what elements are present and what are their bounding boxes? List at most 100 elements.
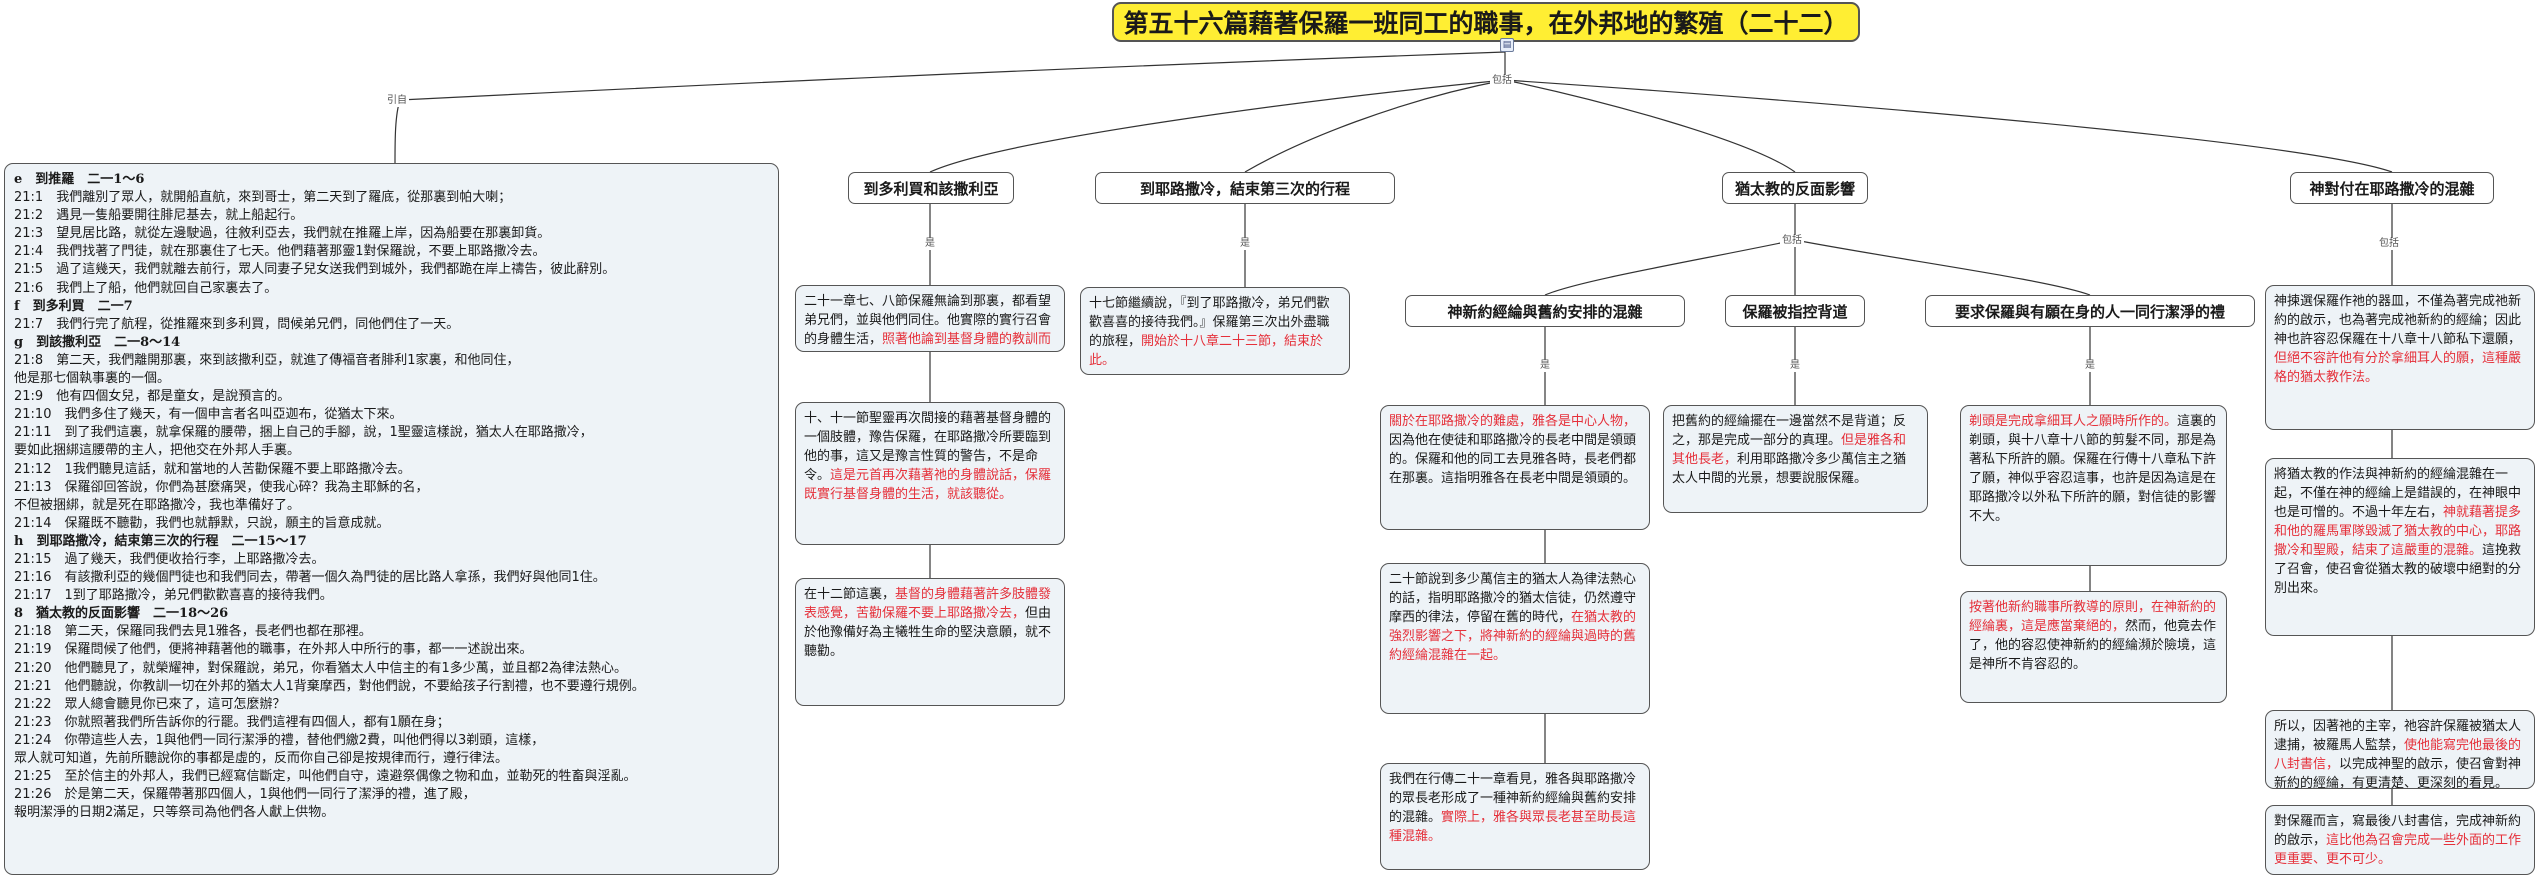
verse-line: 21:5 過了這幾天，我們就離去前行，眾人同妻子兒女送我們到城外，我們都跪在岸上… [14,262,616,278]
note-text: 因為他在使徒和耶路撒冷的長老中間是領頭的。保羅和他的同工去見雅各時，長老們都在那… [1389,433,1637,486]
verse-line: 21:11 到了我們這裏，就拿保羅的腰帶，捆上自己的手腳，說，1聖靈這樣說，猶太… [14,425,593,441]
verse-line: 21:13 保羅卻回答說，你們為甚麼痛哭，使我心碎？我為主耶穌的名， [14,479,429,495]
verse-line: 21:9 他有四個女兒，都是童女，是說預言的。 [14,389,291,405]
note-text: 對保羅而言，寫最後八封書信，完成神新約的啟示， [2274,814,2522,848]
subtopic-economy-mixture[interactable]: 神新約經綸與舊約安排的混雜 [1405,295,1685,327]
note-box-zealous-jews[interactable]: 二十節說到多少萬信主的猶太人為律法熱心的話，指明耶路撒冷的猶太信徒，仍然遵守摩西… [1380,563,1650,714]
verse-line: 21:21 他們聽說，你教訓一切在外邦的猶太人1背棄摩西，對他們說，不要給孩子行… [14,678,645,694]
verse-line: 21:22 眾人總會聽見你已來了，這可怎麼辦？ [14,696,286,712]
note-text: 十七節繼續說，『到了耶路撒冷，弟兄們歡歡喜喜的接待我們。』保羅第三次出外盡職的旅… [1089,296,1330,349]
verse-line: 21:17 1到了耶路撒冷，弟兄們歡歡喜喜的接待我們。 [14,588,333,604]
edge-label-is: 是 [2083,360,2097,372]
verse-line: 21:1 我們離別了眾人，就開船直航，來到哥士，第二天到了羅底，從那裏到帕大喇； [14,190,512,206]
highlight-text: 這是元首再次藉著祂的身體說話，保羅既實行基督身體的生活，就該聽從。 [804,468,1052,502]
verse-line: 21:20 他們聽見了，就榮耀神，對保羅說，弟兄，你看猶太人中信主的有1多少萬，… [14,660,628,676]
section-heading: g 到該撒利亞 二一8～14 [14,334,181,350]
verse-line: 眾人就可知道，先前所聽說你的事都是虛的，反而你自己卻是按規律而行，遵行律法。 [14,751,509,766]
note-box-chosen-vessel[interactable]: 神揀選保羅作祂的器皿，不僅為著完成祂新約的啟示，也為著完成祂新約的經綸；因此神也… [2265,285,2535,430]
highlight-text: 這比他為召會完成一些外面的工作更重要、更不可少。 [2274,833,2522,867]
verse-line: 21:19 保羅問候了他們，便將神藉著他的職事，在外邦人中所行的事，都一一述說出… [14,642,533,658]
verse-line: 21:10 我們多住了幾天，有一個申言者名叫亞迦布，從猶太下來。 [14,407,403,423]
verse-line: 21:23 你就照著我們所告訴你的行罷。我們這裡有四個人，都有1願在身； [14,714,450,730]
verse-line: 21:18 第二天，保羅同我們去見1雅各，長老們也都在那裡。 [14,624,372,640]
highlight-text: 神就藉著提多和他的羅馬軍隊毀滅了猶太教的中心，耶路撒冷和聖殿，結束了這嚴重的混雜… [2274,505,2522,558]
note-text: 我們在行傳二十一章看見，雅各與耶路撒冷的眾長老形成了一種神新約經綸與舊約安排的混… [1389,772,1637,825]
highlight-text: 實際上，雅各與眾長老甚至助長這種混雜。 [1389,810,1637,844]
note-box-spirit-warning[interactable]: 十、十一節聖靈再次間接的藉著基督身體的一個肢體，豫告保羅，在耶路撒冷所要臨到他的… [795,402,1065,545]
highlight-text: 照著他論到基督身體的教訓而活。 [882,332,1052,347]
section-heading: h 到耶路撒冷，結束第三次的行程 二一15～17 [14,533,307,549]
verse-line: 21:6 我們上了船，他們就回自己家裏去了。 [14,280,278,296]
note-text: 以完成神聖的啟示，使召會對神新約的經綸，有更清楚、更深刻的看見。 [2274,757,2522,789]
topic-to-jerusalem[interactable]: 到耶路撒冷，結束第三次的行程 [1095,172,1395,204]
verse-line: 報明潔淨的日期2滿足，只等祭司為他們各人獻上供物。 [14,805,335,821]
edge-label-is: 是 [1538,360,1552,372]
highlight-text: 使他能寫完他最後的八封書信， [2274,738,2522,772]
note-box-not-apostasy[interactable]: 把舊約的經綸擺在一邊當然不是背道；反之，那是完成一部分的真理。但是雅各和其他長老… [1663,405,1928,513]
note-icon[interactable]: ▤ [1500,38,1514,52]
verse-line: 21:7 我們行完了航程，從推羅來到多利買，問候弟兄們，同他們住了一天。 [14,316,460,332]
highlight-text: 但是雅各和其他長老， [1672,433,1907,467]
note-text: 二十一章七、八節保羅無論到那裏，都看望弟兄們，並與他們同住。他實際的實行召會的身… [804,294,1052,347]
highlight-text: 在猶太教的強烈影響之下，將神新約的經綸與過時的舊約經綸混雜在一起。 [1389,610,1637,663]
edge-label-includes: 包括 [1490,75,1514,87]
verse-line: 21:12 1我們聽見這話，就和當地的人苦勸保羅不要上耶路撒冷去。 [14,461,411,477]
topic-judaism-influence[interactable]: 猶太教的反面影響 [1722,172,1868,204]
note-box-should-reject[interactable]: 按著他新約職事所教導的原則，在神新約的經綸裏，這是應當棄絕的，然而，他竟去作了，… [1960,591,2227,703]
verse-line: 21:15 過了幾天，我們便收拾行李，上耶路撒冷去。 [14,551,325,567]
edge-label-is: 是 [1788,360,1802,372]
section-heading: 8 猶太教的反面影響 二一18～26 [14,606,229,622]
map-title[interactable]: 第五十六篇藉著保羅一班同工的職事，在外邦地的繁殖（二十二） [1112,2,1860,42]
note-text: 二十節說到多少萬信主的猶太人為律法熱心的話，指明耶路撒冷的猶太信徒，仍然遵守摩西… [1389,572,1637,625]
note-box-more-important[interactable]: 對保羅而言，寫最後八封書信，完成神新約的啟示，這比他為召會完成一些外面的工作更重… [2265,805,2535,875]
subtopic-paul-accused[interactable]: 保羅被指控背道 [1725,295,1865,327]
note-box-james-center[interactable]: 關於在耶路撒冷的難處，雅各是中心人物， 因為他在使徒和耶路撒冷的長老中間是領頭的。… [1380,405,1650,530]
note-text: 然而，他竟去作了，他的容忍使神新約的經綸瀕於險境，這是神所不肯容忍的。 [1969,619,2217,672]
note-text: 利用耶路撒冷多少萬信主之猶太人中間的光景，想要說服保羅。 [1672,452,1907,486]
note-text: 將猶太教的作法與神新約的經綸混雜在一起，不僅在神的經綸上是錯誤的，在神眼中也是可… [2274,467,2522,520]
highlight-text: 基督的身體藉著許多肢體發表感覺，苦勸保羅不要上耶路撒冷去， [804,587,1052,621]
note-text: 所以，因著祂的主宰，祂容許保羅被猶太人逮捕，被羅馬人監禁， [2274,719,2522,753]
note-text: 這挽救了召會，使召會從猶太教的破壞中絕對的分別出來。 [2274,543,2522,596]
verse-line: 21:24 你帶這些人去，1與他們一同行潔淨的禮，替他們繳2費，叫他們得以3剃頭… [14,732,545,748]
note-box-paul-body-life[interactable]: 二十一章七、八節保羅無論到那裏，都看望弟兄們，並與他們同住。他實際的實行召會的身… [795,285,1065,352]
note-text: 神揀選保羅作祂的器皿，不僅為著完成祂新約的啟示，也為著完成祂新約的經綸；因此神也… [2274,294,2522,347]
topic-tolemais-caesarea[interactable]: 到多利買和該撒利亞 [848,172,1014,204]
note-box-final-epistles[interactable]: 所以，因著祂的主宰，祂容許保羅被猶太人逮捕，被羅馬人監禁，使他能寫完他最後的八封… [2265,710,2535,789]
verse-line: 他是那七個執事裏的一個。 [14,371,171,387]
note-text: 把舊約的經綸擺在一邊當然不是背道；反之，那是完成一部分的真理。 [1672,414,1907,448]
note-box-titus-destroys[interactable]: 將猶太教的作法與神新約的經綸混雜在一起，不僅在神的經綸上是錯誤的，在神眼中也是可… [2265,458,2535,636]
edge-label-includes: 包括 [1780,235,1804,247]
verse-line: 21:2 遇見一隻船要開往腓尼基去，就上船起行。 [14,208,304,224]
edge-label-is: 是 [923,238,937,250]
verse-line: 不但被捆綁，就是死在耶路撒冷，我也準備好了。 [14,497,301,513]
note-box-third-journey-end[interactable]: 十七節繼續說，『到了耶路撒冷，弟兄們歡歡喜喜的接待我們。』保羅第三次出外盡職的旅… [1080,287,1350,375]
section-heading: f 到多利買 二一7 [14,298,133,314]
highlight-text: 但絕不容許他有分於拿細耳人的願，這種嚴格的猶太教作法。 [2274,351,2522,385]
scripture-panel[interactable]: e 到推羅 二一1～6 21:1 我們離別了眾人，就開船直航，來到哥士，第二天到了… [4,163,779,875]
highlight-text: 按著他新約職事所教導的原則，在神新約的經綸裏，這是應當棄絕的， [1969,600,2217,634]
verse-line: 21:3 望見居比路，就從左邊駛過，往敘利亞去，我們就在推羅上岸，因為船要在那裏… [14,226,551,242]
edge-label-is: 是 [1238,238,1252,250]
highlight-text: 開始於十八章二十三節，結束於此。 [1089,334,1324,368]
highlight-text: 剃頭是完成拿細耳人之願時所作的。 [1969,414,2178,429]
verse-line: 21:4 我們找著了門徒，就在那裏住了七天。他們藉著那靈1對保羅說，不要上耶路撒… [14,244,546,260]
edge-label-intro: 引自 [385,95,409,107]
note-text: 十、十一節聖靈再次間接的藉著基督身體的一個肢體，豫告保羅，在耶路撒冷所要臨到他的… [804,411,1052,483]
verse-line: 21:26 於是第二天，保羅帶著那四個人，1與他們一同行了潔淨的禮，進了殿， [14,787,476,803]
note-box-members-urge[interactable]: 在十二節這裏，基督的身體藉著許多肢體發表感覺，苦勸保羅不要上耶路撒冷去，但由於他… [795,578,1065,706]
subtopic-vow-purification[interactable]: 要求保羅與有願在身的人一同行潔淨的禮 [1925,295,2255,327]
verse-line: 要如此捆綁這腰帶的主人，把他交在外邦人手裏。 [14,443,301,459]
note-text: 在十二節這裏， [804,587,896,602]
note-box-nazarite-vow[interactable]: 剃頭是完成拿細耳人之願時所作的。這裏的剃頭，與十八章十八節的剪髮不同，那是為著私… [1960,405,2227,566]
topic-god-deals-mixture[interactable]: 神對付在耶路撒冷的混雜 [2290,172,2494,204]
note-text: 這裏的剃頭，與十八章十八節的剪髮不同，那是為著私下所許的願。保羅在行傳十八章私下… [1969,414,2217,524]
note-box-james-elders-mixture[interactable]: 我們在行傳二十一章看見，雅各與耶路撒冷的眾長老形成了一種神新約經綸與舊約安排的混… [1380,763,1650,870]
verse-line: 21:25 至於信主的外邦人，我們已經寫信斷定，叫他們自守，遠避祭偶像之物和血，… [14,769,637,785]
section-heading: e 到推羅 二一1～6 [14,172,145,187]
verse-line: 21:14 保羅既不聽勸，我們也就靜默，只說，願主的旨意成就。 [14,515,390,531]
edge-label-includes: 包括 [2377,238,2401,250]
verse-line: 21:8 第二天，我們離開那裏，來到該撒利亞，就進了傳福音者腓利1家裏，和他同住… [14,352,520,368]
highlight-text: 關於在耶路撒冷的難處，雅各是中心人物， [1389,414,1637,429]
